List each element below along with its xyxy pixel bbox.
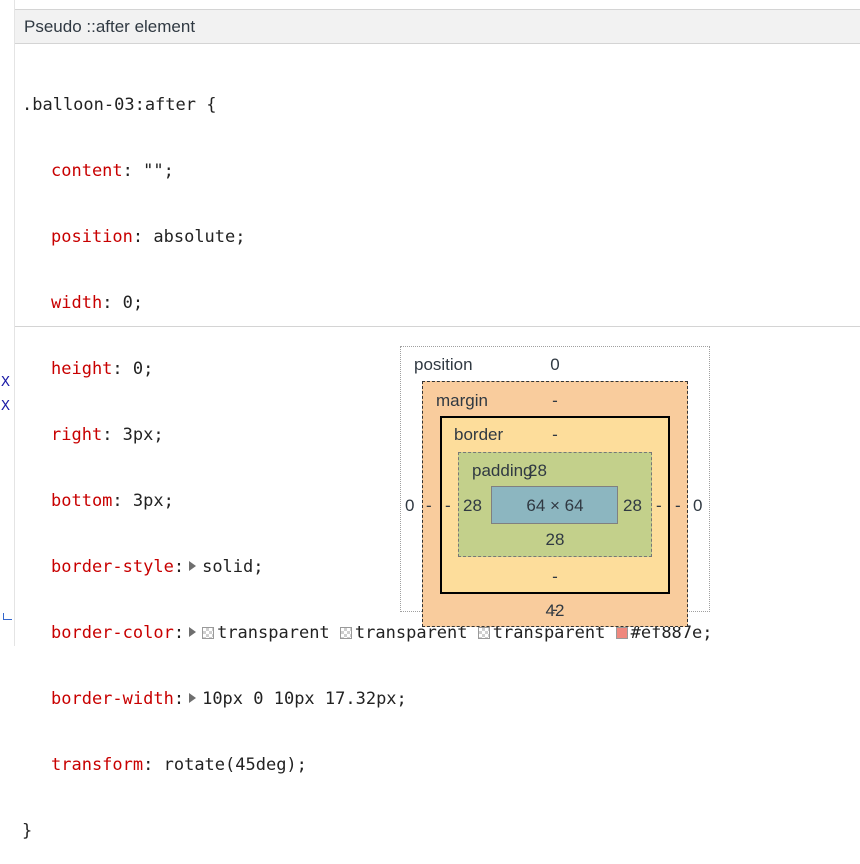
content-size[interactable]: 64 × 64 (526, 496, 584, 515)
property-value[interactable]: 0; (132, 359, 154, 379)
declaration-transform[interactable]: transform: rotate(45deg); (51, 755, 307, 775)
padding-left-value[interactable]: 28 (463, 496, 482, 515)
declaration-position[interactable]: position: absolute; (51, 227, 246, 247)
rule-selector[interactable]: .balloon-03:after { (22, 95, 217, 115)
declaration-bottom[interactable]: bottom: 3px; (51, 491, 174, 511)
editor-gutter: X X (0, 0, 15, 646)
margin-right-value[interactable]: - (675, 496, 681, 515)
padding-bottom-value[interactable]: 28 (545, 530, 565, 549)
expand-triangle-icon[interactable] (189, 561, 197, 571)
color-swatch-transparent-icon[interactable] (202, 627, 215, 639)
margin-bottom-value[interactable]: - (552, 600, 558, 619)
property-value[interactable]: 0; (122, 293, 144, 313)
position-label: position (414, 355, 473, 374)
border-bottom-value[interactable]: - (552, 567, 558, 586)
border-right-value[interactable]: - (656, 496, 662, 515)
gutter-mark: X (1, 398, 11, 415)
property-name[interactable]: height (51, 359, 113, 379)
previous-section-edge (15, 0, 860, 10)
margin-left-value[interactable]: - (426, 496, 432, 515)
box-model-content[interactable] (491, 486, 618, 524)
padding-label: padding (472, 461, 533, 480)
declaration-content[interactable]: content: ""; (51, 161, 174, 181)
margin-top-value[interactable]: - (552, 391, 558, 410)
expand-triangle-icon[interactable] (189, 627, 197, 637)
property-value[interactable]: 3px; (122, 425, 164, 445)
declaration-border-color[interactable]: border-color:transparent transparent tra… (51, 623, 713, 643)
border-label: border (454, 425, 504, 444)
color-swatch-transparent-icon[interactable] (477, 627, 490, 639)
border-top-value[interactable]: - (552, 425, 558, 444)
property-value[interactable]: transparent (217, 623, 330, 643)
declaration-width[interactable]: width: 0; (51, 293, 144, 313)
property-value[interactable]: transparent (354, 623, 468, 643)
property-name[interactable]: transform (51, 755, 144, 775)
property-name[interactable]: content (51, 161, 123, 181)
property-name[interactable]: border-width (51, 689, 174, 709)
position-right-value[interactable]: 0 (693, 496, 703, 515)
padding-top-value[interactable]: 28 (528, 461, 547, 480)
padding-right-value[interactable]: 28 (623, 496, 642, 515)
property-value[interactable]: solid; (202, 557, 264, 577)
property-name[interactable]: border-style (51, 557, 174, 577)
property-value[interactable]: rotate(45deg); (163, 755, 307, 775)
property-value[interactable]: 3px; (132, 491, 174, 511)
property-value[interactable]: ""; (143, 161, 174, 181)
position-left-value[interactable]: 0 (405, 496, 415, 515)
declaration-border-style[interactable]: border-style:solid; (51, 557, 264, 577)
property-name[interactable]: border-color (51, 623, 174, 643)
gutter-mark: X (1, 374, 11, 391)
property-name[interactable]: bottom (51, 491, 113, 511)
declaration-right[interactable]: right: 3px; (51, 425, 164, 445)
border-left-value[interactable]: - (445, 496, 451, 515)
expand-triangle-icon[interactable] (189, 693, 197, 703)
color-swatch-transparent-icon[interactable] (339, 627, 352, 639)
css-rule: .balloon-03:after { content: ""; positio… (22, 50, 713, 864)
position-bottom-value[interactable]: 42 (545, 601, 565, 620)
color-swatch-salmon-icon[interactable] (615, 627, 628, 639)
property-value[interactable]: transparent (492, 623, 606, 643)
property-name[interactable]: width (51, 293, 103, 313)
property-value[interactable]: absolute; (153, 227, 246, 247)
margin-label: margin (436, 391, 488, 410)
rule-close-brace: } (22, 821, 33, 841)
declaration-border-width[interactable]: border-width:10px 0 10px 17.32px; (51, 689, 407, 709)
property-value[interactable]: #ef887e; (630, 623, 713, 643)
property-value[interactable]: 10px 0 10px 17.32px; (202, 689, 407, 709)
property-name[interactable]: position (51, 227, 133, 247)
return-arrow-icon (3, 613, 12, 620)
property-name[interactable]: right (51, 425, 103, 445)
declaration-height[interactable]: height: 0; (51, 359, 154, 379)
section-header[interactable]: Pseudo ::after element (15, 10, 860, 44)
position-top-value[interactable]: 0 (550, 355, 560, 374)
section-divider (15, 326, 860, 327)
